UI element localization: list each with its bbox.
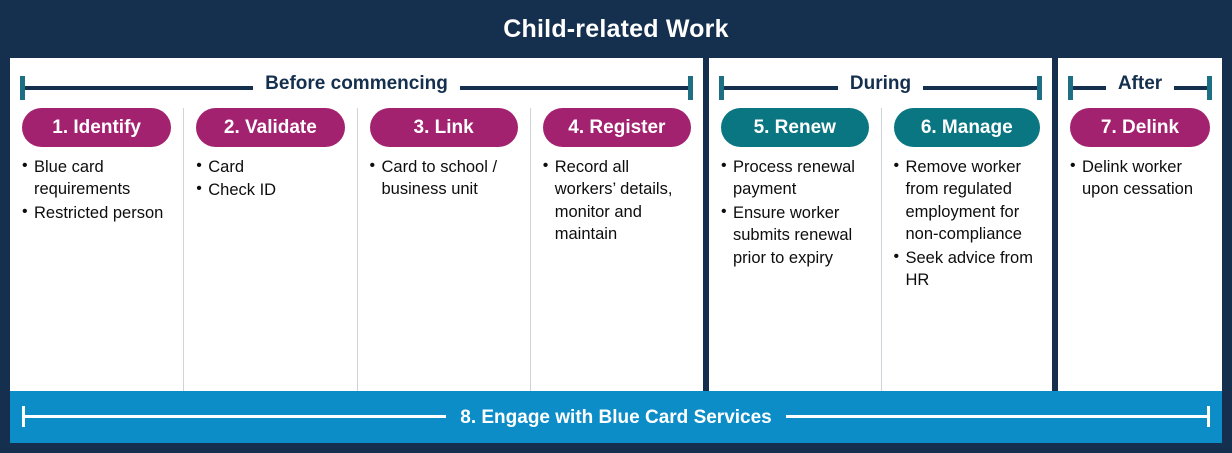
step-bullets-validate: Card Check ID xyxy=(194,155,346,203)
phase-bracket-after: After xyxy=(1058,58,1222,108)
phase-before-commencing: Before commencing 1. Identify Blue card … xyxy=(10,58,703,391)
phase-during: During 5. Renew Process renewal payment … xyxy=(703,58,1052,391)
step-bullets-register: Record all workers’ details, monitor and… xyxy=(541,155,693,247)
step-bullets-delink: Delink worker upon cessation xyxy=(1068,155,1212,202)
footer-bracket-cap-left-icon xyxy=(22,406,25,427)
step-bullets-link: Card to school / business unit xyxy=(368,155,520,202)
bracket-cap-left-icon xyxy=(20,76,25,100)
step-bullets-manage: Remove worker from regulated employment … xyxy=(892,155,1043,293)
step-column-validate: 2. Validate Card Check ID xyxy=(183,108,357,391)
footer-label: 8. Engage with Blue Card Services xyxy=(446,407,786,427)
step-column-register: 4. Register Record all workers’ details,… xyxy=(529,108,703,391)
list-item: Ensure worker submits renewal prior to e… xyxy=(721,201,869,269)
list-item: Check ID xyxy=(196,178,344,201)
list-item: Record all workers’ details, monitor and… xyxy=(543,155,691,246)
phases-container: Before commencing 1. Identify Blue card … xyxy=(10,58,1222,391)
phase-label-before: Before commencing xyxy=(253,73,460,93)
phase-label-during: During xyxy=(837,73,924,93)
phase-label-after: After xyxy=(1105,73,1175,93)
step-column-renew: 5. Renew Process renewal payment Ensure … xyxy=(709,108,881,391)
step-pill-manage[interactable]: 6. Manage xyxy=(893,108,1040,147)
step-bullets-identify: Blue card requirements Restricted person xyxy=(20,155,173,225)
step-pill-link[interactable]: 3. Link xyxy=(369,108,518,147)
bracket-cap-right-icon xyxy=(1037,76,1042,100)
phase-bracket-during: During xyxy=(709,58,1052,108)
phase-columns-during: 5. Renew Process renewal payment Ensure … xyxy=(709,108,1052,391)
bracket-cap-right-icon xyxy=(688,76,693,100)
list-item: Remove worker from regulated employment … xyxy=(894,155,1041,246)
step-column-link: 3. Link Card to school / business unit xyxy=(356,108,530,391)
step-pill-register[interactable]: 4. Register xyxy=(542,108,691,147)
list-item: Card to school / business unit xyxy=(370,155,518,201)
footer-banner: 8. Engage with Blue Card Services xyxy=(10,391,1222,443)
list-item: Seek advice from HR xyxy=(894,246,1041,292)
footer-bracket-cap-right-icon xyxy=(1207,406,1210,427)
list-item: Delink worker upon cessation xyxy=(1070,155,1210,201)
step-pill-renew[interactable]: 5. Renew xyxy=(721,108,869,147)
step-pill-delink[interactable]: 7. Delink xyxy=(1070,108,1210,147)
list-item: Restricted person xyxy=(22,201,171,224)
phase-columns-after: 7. Delink Delink worker upon cessation xyxy=(1058,108,1222,391)
step-column-identify: 1. Identify Blue card requirements Restr… xyxy=(10,108,184,391)
step-column-delink: 7. Delink Delink worker upon cessation xyxy=(1058,108,1222,391)
step-pill-identify[interactable]: 1. Identify xyxy=(22,108,172,147)
step-column-manage: 6. Manage Remove worker from regulated e… xyxy=(880,108,1052,391)
phase-bracket-before: Before commencing xyxy=(10,58,703,108)
page-title: Child-related Work xyxy=(503,14,729,43)
bracket-cap-right-icon xyxy=(1207,76,1212,100)
list-item: Card xyxy=(196,155,344,178)
list-item: Blue card requirements xyxy=(22,155,171,201)
bracket-cap-left-icon xyxy=(1068,76,1073,100)
list-item: Process renewal payment xyxy=(721,155,869,201)
phase-columns-before: 1. Identify Blue card requirements Restr… xyxy=(10,108,703,391)
phase-after: After 7. Delink Delink worker upon cessa… xyxy=(1052,58,1222,391)
step-bullets-renew: Process renewal payment Ensure worker su… xyxy=(719,155,871,270)
bracket-cap-left-icon xyxy=(719,76,724,100)
diagram-header: Child-related Work xyxy=(0,0,1232,58)
step-pill-validate[interactable]: 2. Validate xyxy=(196,108,345,147)
